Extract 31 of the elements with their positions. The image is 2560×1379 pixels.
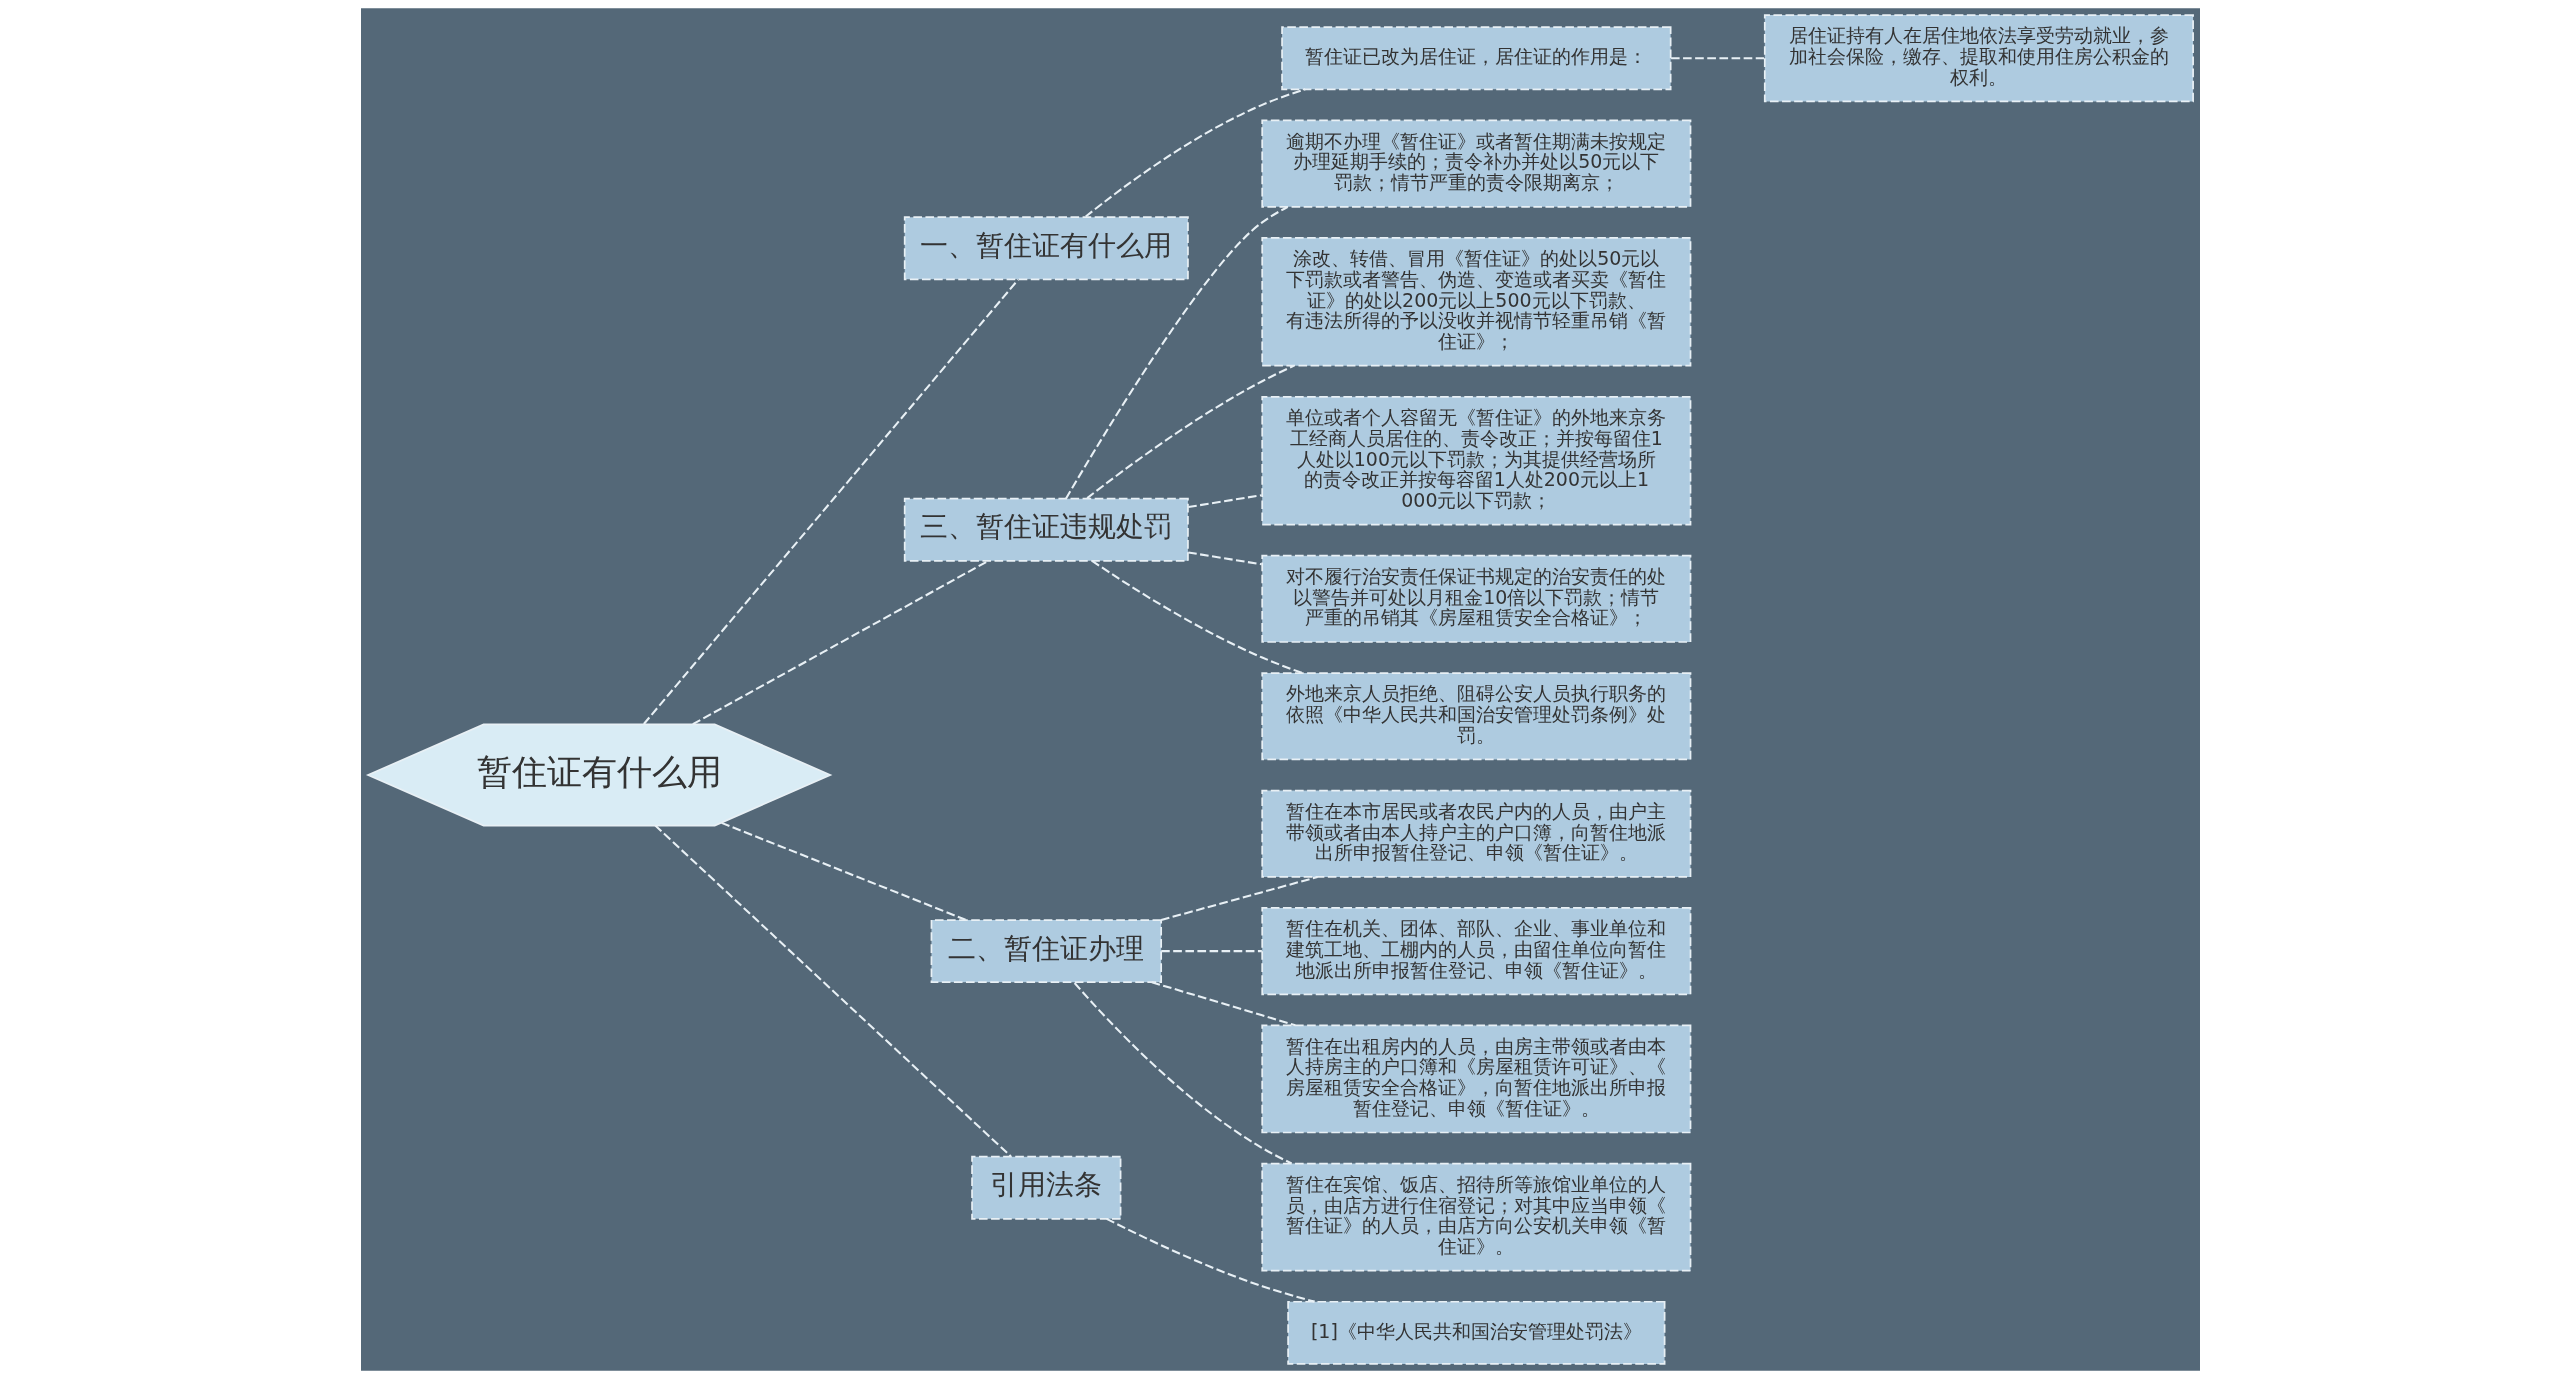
connector bbox=[1160, 950, 1262, 953]
connector bbox=[1151, 981, 1296, 1027]
node-box: 暂住在宾馆、饭店、招待所等旅馆业单位的人员，由店方进行住宿登记；对其中应当申领《暂住证》的人员，由店方向公安机关申领《暂住证》。 bbox=[1260, 1162, 1691, 1272]
node-box: [1]《中华人民共和国治安管理处罚法》 bbox=[1286, 1300, 1665, 1365]
connector bbox=[1187, 494, 1262, 509]
connector bbox=[1073, 982, 1292, 1165]
node-box: 二、暂住证办理 bbox=[930, 919, 1162, 984]
node-box: 外地来京人员拒绝、阻碍公安人员执行职务的依照《中华人民共和国治安管理处罚条例》处罚。 bbox=[1260, 672, 1691, 761]
node-box: 一、暂住证有什么用 bbox=[903, 216, 1189, 281]
connector bbox=[1105, 1217, 1315, 1303]
node-box: 暂住在本市居民或者农民户内的人员，由户主带领或者由本人持户主的户口簿，向暂住地派出所申报暂住登记、申领《暂住证》。 bbox=[1260, 789, 1691, 878]
node-box: 居住证持有人在居住地依法享受劳动就业，参加社会保险，缴存、提取和使用住房公积金的权利。 bbox=[1763, 14, 2194, 103]
node-box: 涂改、转借、冒用《暂住证》的处以50元以下罚款或者警告、伪造、变造或者买卖《暂住证》的处以200元以上500元以下罚款、有违法所得的予以没收并视情节轻重吊销《暂住证》； bbox=[1260, 237, 1691, 367]
connector bbox=[691, 560, 988, 726]
node-box: 对不履行治安责任保证书规定的治安责任的处以警告并可处以月租金10倍以下罚款；情节严重的吊销其《房屋租赁安全合格证》； bbox=[1260, 554, 1691, 643]
connector bbox=[1187, 551, 1262, 566]
connector bbox=[1064, 206, 1288, 500]
node-box: 暂住在出租房内的人员，由房主带领或者由本人持房主的户口簿和《房屋租赁许可证》、《房屋租赁安全合格证》，向暂住地派出所申报暂住登记、申领《暂住证》。 bbox=[1260, 1024, 1691, 1134]
node-box: 暂住证已改为居住证，居住证的作用是： bbox=[1280, 26, 1671, 91]
node-box: 单位或者个人容留无《暂住证》的外地来京务工经商人员居住的、责令改正；并按每留住1人处以100元以下罚款；为其提供经营场所的责令改正并按每容留1人处200元以上1000元以下罚款； bbox=[1260, 395, 1691, 526]
node-box: 引用法条 bbox=[970, 1155, 1121, 1220]
connector bbox=[1091, 560, 1303, 675]
connector bbox=[654, 824, 1011, 1157]
connector bbox=[642, 278, 1019, 725]
connector bbox=[1670, 57, 1764, 60]
connector bbox=[1084, 88, 1306, 218]
node-box: 逾期不办理《暂住证》或者暂住期满未按规定办理延期手续的；责令补办并处以50元以下罚款；情节严重的责令限期离京； bbox=[1260, 119, 1691, 208]
connector bbox=[1086, 364, 1294, 499]
node-box: 暂住在机关、团体、部队、企业、事业单位和建筑工地、工棚内的人员，由留住单位向暂住地派出所申报暂住登记、申领《暂住证》。 bbox=[1260, 907, 1691, 996]
connector bbox=[720, 821, 966, 921]
node-box: 三、暂住证违规处罚 bbox=[903, 497, 1189, 562]
